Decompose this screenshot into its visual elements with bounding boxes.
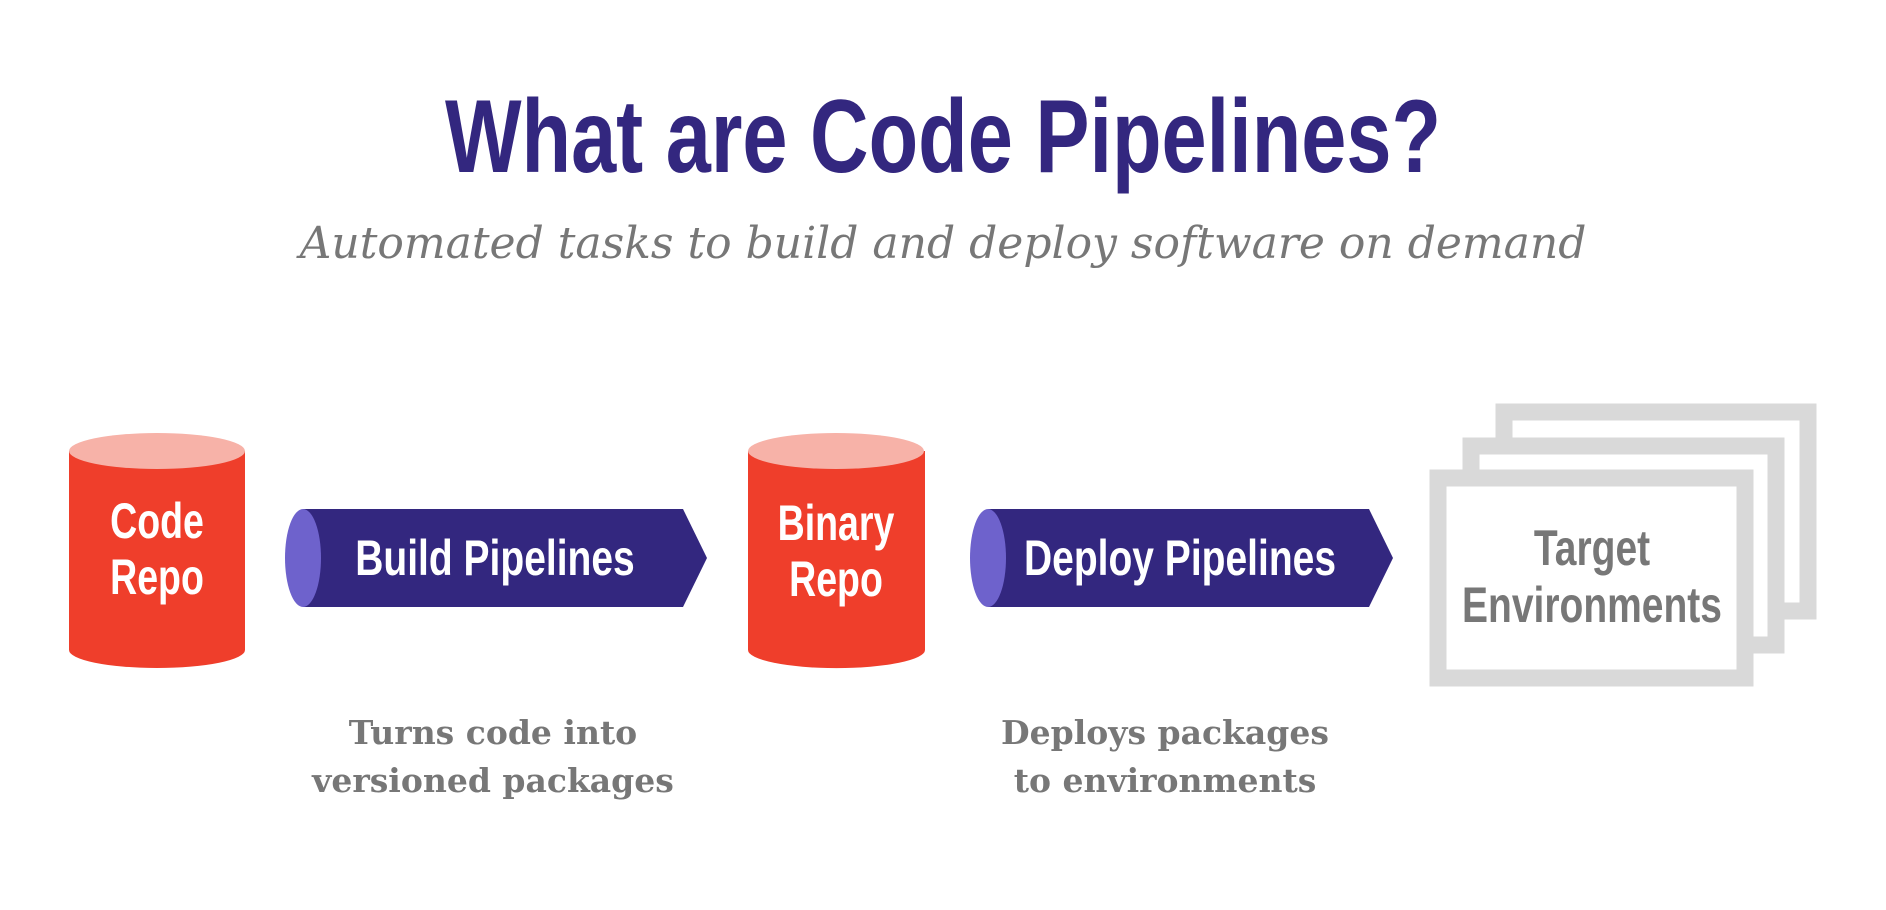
build-caption-line1: Turns code into xyxy=(349,713,637,752)
target-environments: Target Environments xyxy=(1429,403,1817,687)
deploy-caption-line1: Deploys packages xyxy=(1001,713,1329,752)
page-subtitle: Automated tasks to build and deploy soft… xyxy=(296,218,1587,269)
build-pipeline-label: Build Pipelines xyxy=(355,529,634,586)
code-repo-label-line2: Repo xyxy=(110,550,204,605)
build-caption-line2: versioned packages xyxy=(311,761,674,800)
page-title: What are Code Pipelines? xyxy=(445,78,1441,194)
target-label-line2: Environments xyxy=(1462,576,1722,633)
code-repo-label-line1: Code xyxy=(110,494,204,549)
binary-repo-cylinder: Binary Repo xyxy=(748,433,925,669)
deploy-pipeline-label: Deploy Pipelines xyxy=(1024,529,1336,586)
target-label-line1: Target xyxy=(1534,519,1650,576)
code-repo-cylinder: Code Repo xyxy=(69,433,245,668)
deploy-caption-line2: to environments xyxy=(1014,761,1317,800)
deploy-pipeline-arrow: Deploy Pipelines xyxy=(970,509,1393,607)
build-pipeline-arrow: Build Pipelines xyxy=(285,509,707,607)
binary-repo-label-line2: Repo xyxy=(789,552,883,607)
binary-repo-label-line1: Binary xyxy=(778,496,895,551)
